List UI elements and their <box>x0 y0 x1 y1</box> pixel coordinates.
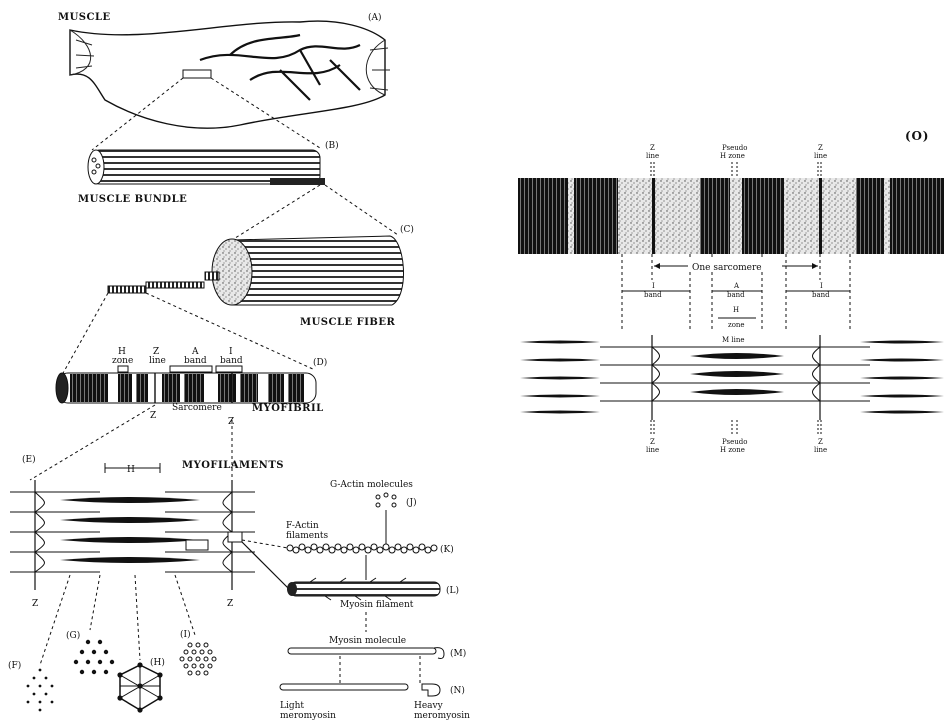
myofibril-pulled-2 <box>146 282 204 288</box>
o-z-line-bottom-left-1: Z <box>650 438 655 446</box>
heavy-meromyosin <box>422 684 440 696</box>
o-pseudo-top-2: H zone <box>720 152 745 160</box>
muscle-outline <box>70 21 385 128</box>
e-z-right: Z <box>227 599 233 609</box>
f-actin-label-2: filaments <box>286 531 329 541</box>
o-i-band-left-1: I <box>652 282 655 290</box>
connector-c-d-left <box>62 293 108 375</box>
one-sarcomere-label: One sarcomere <box>692 263 762 273</box>
o-i-band-right-2: band <box>812 291 830 299</box>
fiber-body <box>232 236 404 305</box>
panel-letter-j: (J) <box>406 497 417 508</box>
g-actin-molecules <box>376 493 396 507</box>
panel-letter-h: (H) <box>150 657 165 668</box>
cross-section-g: (G) <box>66 630 114 674</box>
myosin-filament-label: Myosin filament <box>340 600 414 610</box>
connector-b-c-left <box>232 185 320 240</box>
panel-o: (O) Z line Pseudo H zone Z line <box>518 129 944 454</box>
f-actin-label-1: F-Actin <box>286 521 319 531</box>
g-actin-label: G-Actin molecules <box>330 480 413 490</box>
d-z-right: Z <box>228 417 234 427</box>
myosin-molecule <box>288 648 444 659</box>
o-m-line: M line <box>722 336 745 344</box>
o-a-band-2: band <box>727 291 745 299</box>
panel-a-muscle: MUSCLE (A) <box>58 12 390 128</box>
o-pseudo-bottom-2: H zone <box>720 446 745 454</box>
cross-section-i: (I) <box>180 629 216 675</box>
panel-letter-k: (K) <box>440 544 454 555</box>
o-pseudo-bottom-1: Pseudo <box>722 438 747 446</box>
panel-letter-o: (O) <box>905 129 929 143</box>
o-z-line-top-left-2: line <box>646 152 659 160</box>
connector-d-e-left <box>30 405 155 480</box>
o-h-zone-2: zone <box>728 321 745 329</box>
panel-c-fiber: (C) MUSCLE FIBER <box>108 224 414 328</box>
e-z-left: Z <box>32 599 38 609</box>
panel-b-bundle: (B) MUSCLE BUNDLE <box>78 140 339 205</box>
myofibril-bands <box>70 374 304 402</box>
panel-e-myofilaments: (E) MYOFILAMENTS H Z Z <box>10 454 284 609</box>
panel-letter-c: (C) <box>400 224 414 235</box>
o-pseudo-top-1: Pseudo <box>722 144 747 152</box>
e-h-label: H <box>127 465 135 475</box>
panel-letter-d: (D) <box>313 357 327 368</box>
o-z-line-bottom-left-2: line <box>646 446 659 454</box>
panel-letter-i: (I) <box>180 629 191 640</box>
panel-letter-e: (E) <box>22 454 36 465</box>
light-meromyosin <box>280 684 408 690</box>
o-z-line-bottom-right-1: Z <box>818 438 823 446</box>
cross-section-f: (F) <box>8 660 53 711</box>
sarcomere-label: Sarcomere <box>172 403 222 413</box>
myofibril-pulled-3 <box>108 286 146 293</box>
o-filament-schematic <box>520 335 944 420</box>
light-meromyosin-label-2: meromyosin <box>280 711 336 721</box>
panel-letter-l: (L) <box>446 585 459 596</box>
myosin-filament <box>287 578 440 600</box>
myosin-molecule-label: Myosin molecule <box>329 636 406 646</box>
d-h-zone-label-2: zone <box>112 356 133 366</box>
myofilaments-title: MYOFILAMENTS <box>182 460 284 471</box>
muscle-sample-marker <box>183 70 211 78</box>
o-i-band-left-2: band <box>644 291 662 299</box>
o-z-line-bottom-right-2: line <box>814 446 827 454</box>
panel-letter-g: (G) <box>66 630 80 641</box>
connector-b-c-right <box>325 185 398 235</box>
panel-letter-a: (A) <box>368 12 382 23</box>
panel-letter-b: (B) <box>325 140 339 151</box>
o-h-zone-1: H <box>733 306 739 314</box>
o-z-line-top-right-2: line <box>814 152 827 160</box>
myofibril-title: MYOFIBRIL <box>252 403 324 414</box>
myofibril-pulled-1 <box>205 272 219 280</box>
panel-molecular: G-Actin molecules (J) F-Actin filaments … <box>242 480 470 721</box>
panel-d-myofibril: (D) H zone Z line A band I band Z Z Sarc… <box>56 347 327 427</box>
f-actin-filament <box>287 544 437 553</box>
d-i-band-label-2: band <box>220 356 243 366</box>
cross-section-h: (H) <box>117 657 164 713</box>
bundle-fiber-pulled <box>270 178 325 185</box>
o-i-band-right-1: I <box>820 282 823 290</box>
heavy-meromyosin-label-1: Heavy <box>414 701 444 711</box>
o-micrograph <box>518 178 944 254</box>
o-z-line-top-left-1: Z <box>650 144 655 152</box>
light-meromyosin-label-1: Light <box>280 701 304 711</box>
heavy-meromyosin-label-2: meromyosin <box>414 711 470 721</box>
panel-letter-f: (F) <box>8 660 21 671</box>
o-a-band-1: A <box>733 282 740 290</box>
muscle-title: MUSCLE <box>58 12 111 23</box>
panel-letter-n: (N) <box>450 685 465 696</box>
panel-letter-m: (M) <box>450 648 466 659</box>
muscle-bundle-title: MUSCLE BUNDLE <box>78 194 187 205</box>
muscle-fiber-title: MUSCLE FIBER <box>300 317 395 328</box>
d-a-band-label-2: band <box>184 356 207 366</box>
e-thick-filaments <box>60 497 200 563</box>
d-z-left: Z <box>150 411 156 421</box>
d-z-line-label-2: line <box>149 356 166 366</box>
o-z-line-top-right-1: Z <box>818 144 823 152</box>
